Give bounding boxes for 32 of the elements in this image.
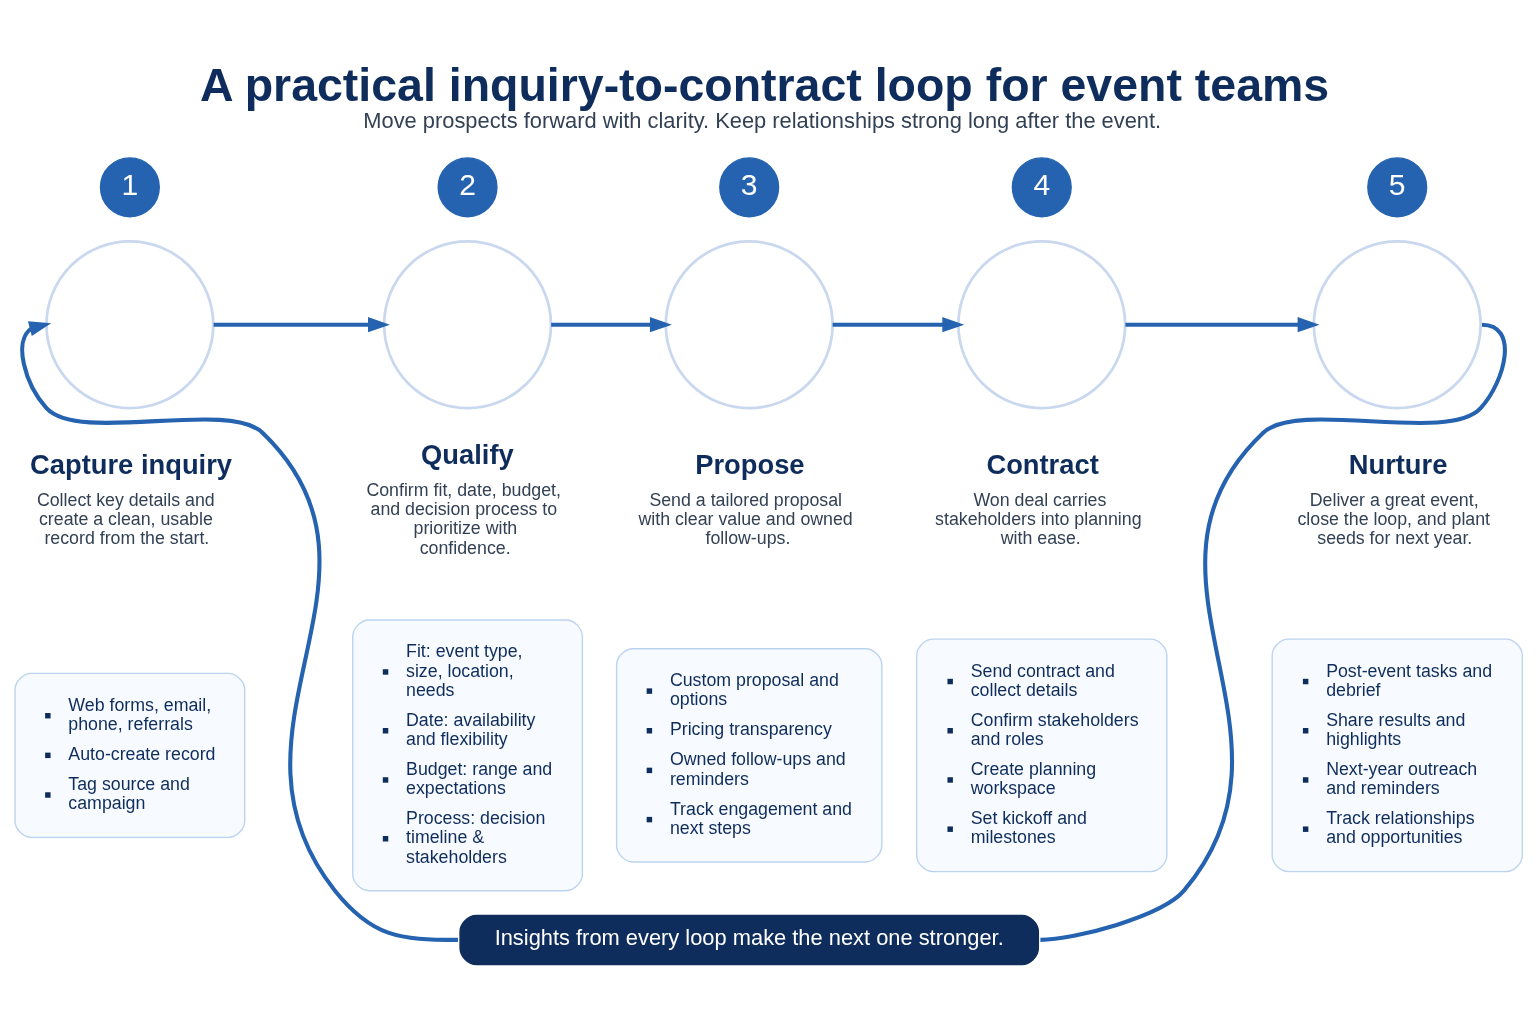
node-circle: [45, 239, 215, 410]
node-box: Fit: event type, size, location, needs Date: availability and flexibility Budget: range and expectations Process: decision timeline & stakeholders: [352, 619, 584, 892]
node-label: Nurture: [1348, 448, 1448, 480]
node-label: Won deal carries stakeholders into planning with ease.: [935, 489, 1142, 548]
diagram-title: A practical inquiry-to-contract loop for event teams: [199, 58, 1330, 111]
node-label: Contract: [986, 448, 1099, 480]
node-box: Post-event tasks and debrief Share results and highlights Next-year outreach and reminders Track relationships and opportunities: [1271, 638, 1523, 873]
node-box: Send contract and collect details Confirm stakeholders and roles Create planning workspace Set kickoff and milestones: [916, 638, 1168, 873]
arrow: [551, 317, 672, 333]
node-circle: 4: [1011, 157, 1072, 218]
node-label: Confirm fit, date, budget, and decision process to prioritize with confidence.: [366, 480, 561, 558]
arrow: [20, 321, 458, 942]
node-label: Deliver a great event, close the loop, and plant seeds for next year.: [1297, 489, 1491, 548]
node-circle: 2: [437, 157, 498, 218]
arrow: [213, 317, 390, 333]
node-box: Insights from every loop make the next one stronger.: [459, 914, 1040, 966]
node-label: Qualify: [421, 439, 514, 471]
node-label: Propose: [695, 448, 805, 480]
node-circle: [1312, 239, 1482, 410]
node-circle: 3: [719, 157, 780, 218]
node-label: Send a tailored proposal with clear value and owned follow-ups.: [638, 489, 853, 548]
node-box: Custom proposal and options Pricing transparency Owned follow-ups and reminders Track engagement and next steps: [615, 648, 883, 863]
node-label: Capture inquiry: [30, 448, 233, 480]
arrow: [832, 317, 965, 333]
node-label: Collect key details and create a clean, usable record from the start.: [36, 489, 215, 548]
node-box: Web forms, email, phone, referrals Auto-create record Tag source and campaign: [14, 672, 246, 839]
node-circle: 1: [99, 157, 160, 218]
node-circle: [957, 239, 1127, 410]
node-circle: [664, 239, 834, 410]
node-circle: [382, 239, 553, 410]
arrow: [1125, 317, 1320, 333]
node-circle: 5: [1367, 157, 1428, 218]
